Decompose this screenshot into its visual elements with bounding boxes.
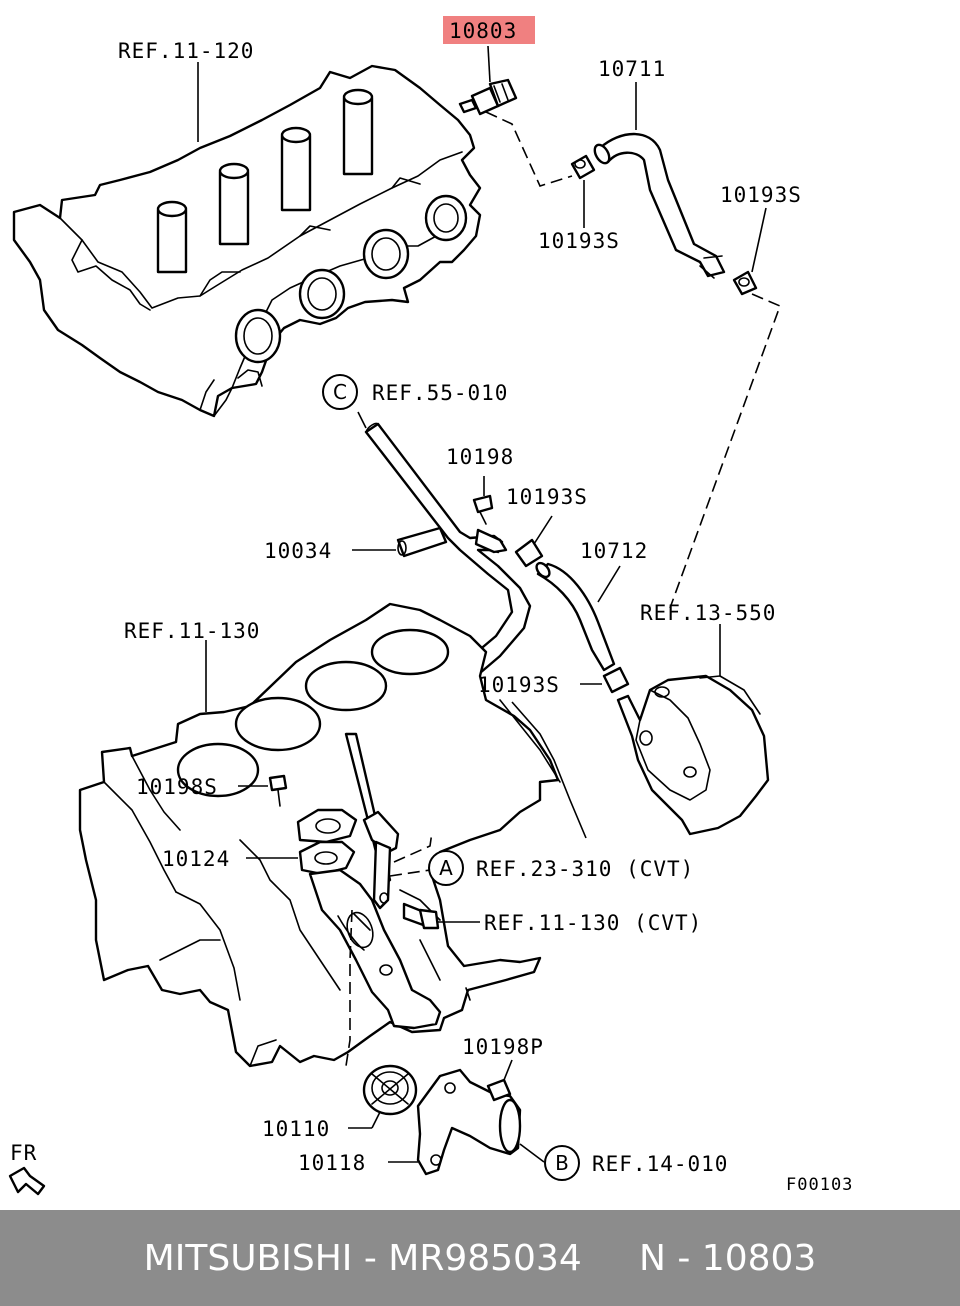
callout-b: B <box>544 1145 580 1181</box>
label-10110: 10110 <box>262 1117 330 1141</box>
figure-code: F00103 <box>786 1175 853 1195</box>
bolt-10198s <box>268 774 288 807</box>
clamp-10193s-middle <box>514 538 544 568</box>
label-10193s-middle: 10193S <box>506 485 588 509</box>
label-ref-11-120: REF.11-120 <box>118 39 254 63</box>
label-ref-11-130: REF.11-130 <box>124 619 260 643</box>
label-10198p: 10198P <box>462 1035 544 1059</box>
spark-tubes <box>156 88 374 274</box>
support-bracket <box>344 732 400 910</box>
label-ref-11-130-cvt: REF.11-130 (CVT) <box>484 911 702 935</box>
bolt-10198 <box>472 494 494 525</box>
sensor-10803 <box>458 78 518 116</box>
water-inlet-body <box>308 868 442 1030</box>
callout-a: A <box>428 850 464 886</box>
label-ref-55-010: REF.55-010 <box>372 381 508 405</box>
svg-text:A: A <box>439 856 453 880</box>
front-arrow <box>8 1166 46 1196</box>
label-10124: 10124 <box>162 847 230 871</box>
svg-text:C: C <box>333 380 347 404</box>
part-number-caption: MITSUBISHI - MR985034 N - 10803 <box>143 1237 817 1279</box>
svg-text:B: B <box>555 1151 569 1175</box>
label-10198s: 10198S <box>136 775 218 799</box>
cylinder-head <box>12 64 482 418</box>
label-10193s-lower: 10193S <box>478 673 560 697</box>
hose-10712 <box>535 561 616 672</box>
label-10034: 10034 <box>264 539 332 563</box>
label-10193s-upper: 10193S <box>538 229 620 253</box>
label-fr: FR <box>10 1141 37 1165</box>
clamp-10193s-right <box>732 270 758 296</box>
label-10711: 10711 <box>598 57 666 81</box>
label-10198: 10198 <box>446 445 514 469</box>
head-ports <box>234 194 468 364</box>
label-10712: 10712 <box>580 539 648 563</box>
thermostat-10110 <box>362 1064 418 1116</box>
clamp-10193s-upper <box>570 154 596 180</box>
water-outlet-housing <box>616 674 770 836</box>
bolt-ref-11-130-cvt <box>402 902 440 930</box>
footer-bar: MITSUBISHI - MR985034 N - 10803 <box>0 1210 960 1306</box>
parts-diagram: C A B REF.11-120 10803 10711 10193S 1019… <box>8 16 853 1196</box>
label-10803: 10803 <box>449 19 517 43</box>
label-10193s-right: 10193S <box>720 183 802 207</box>
gasket-10124 <box>296 808 358 876</box>
hose-10711 <box>593 132 726 279</box>
label-ref-14-010: REF.14-010 <box>592 1152 728 1176</box>
bracket-10034 <box>396 526 448 558</box>
label-ref-13-550: REF.13-550 <box>640 601 776 625</box>
callout-c: C <box>322 374 358 410</box>
clamp-10193s-lower <box>602 666 630 694</box>
label-ref-23-310-cvt: REF.23-310 (CVT) <box>476 857 694 881</box>
part-highlight <box>443 16 535 44</box>
label-10118: 10118 <box>298 1151 366 1175</box>
bolt-10198p <box>486 1078 512 1102</box>
